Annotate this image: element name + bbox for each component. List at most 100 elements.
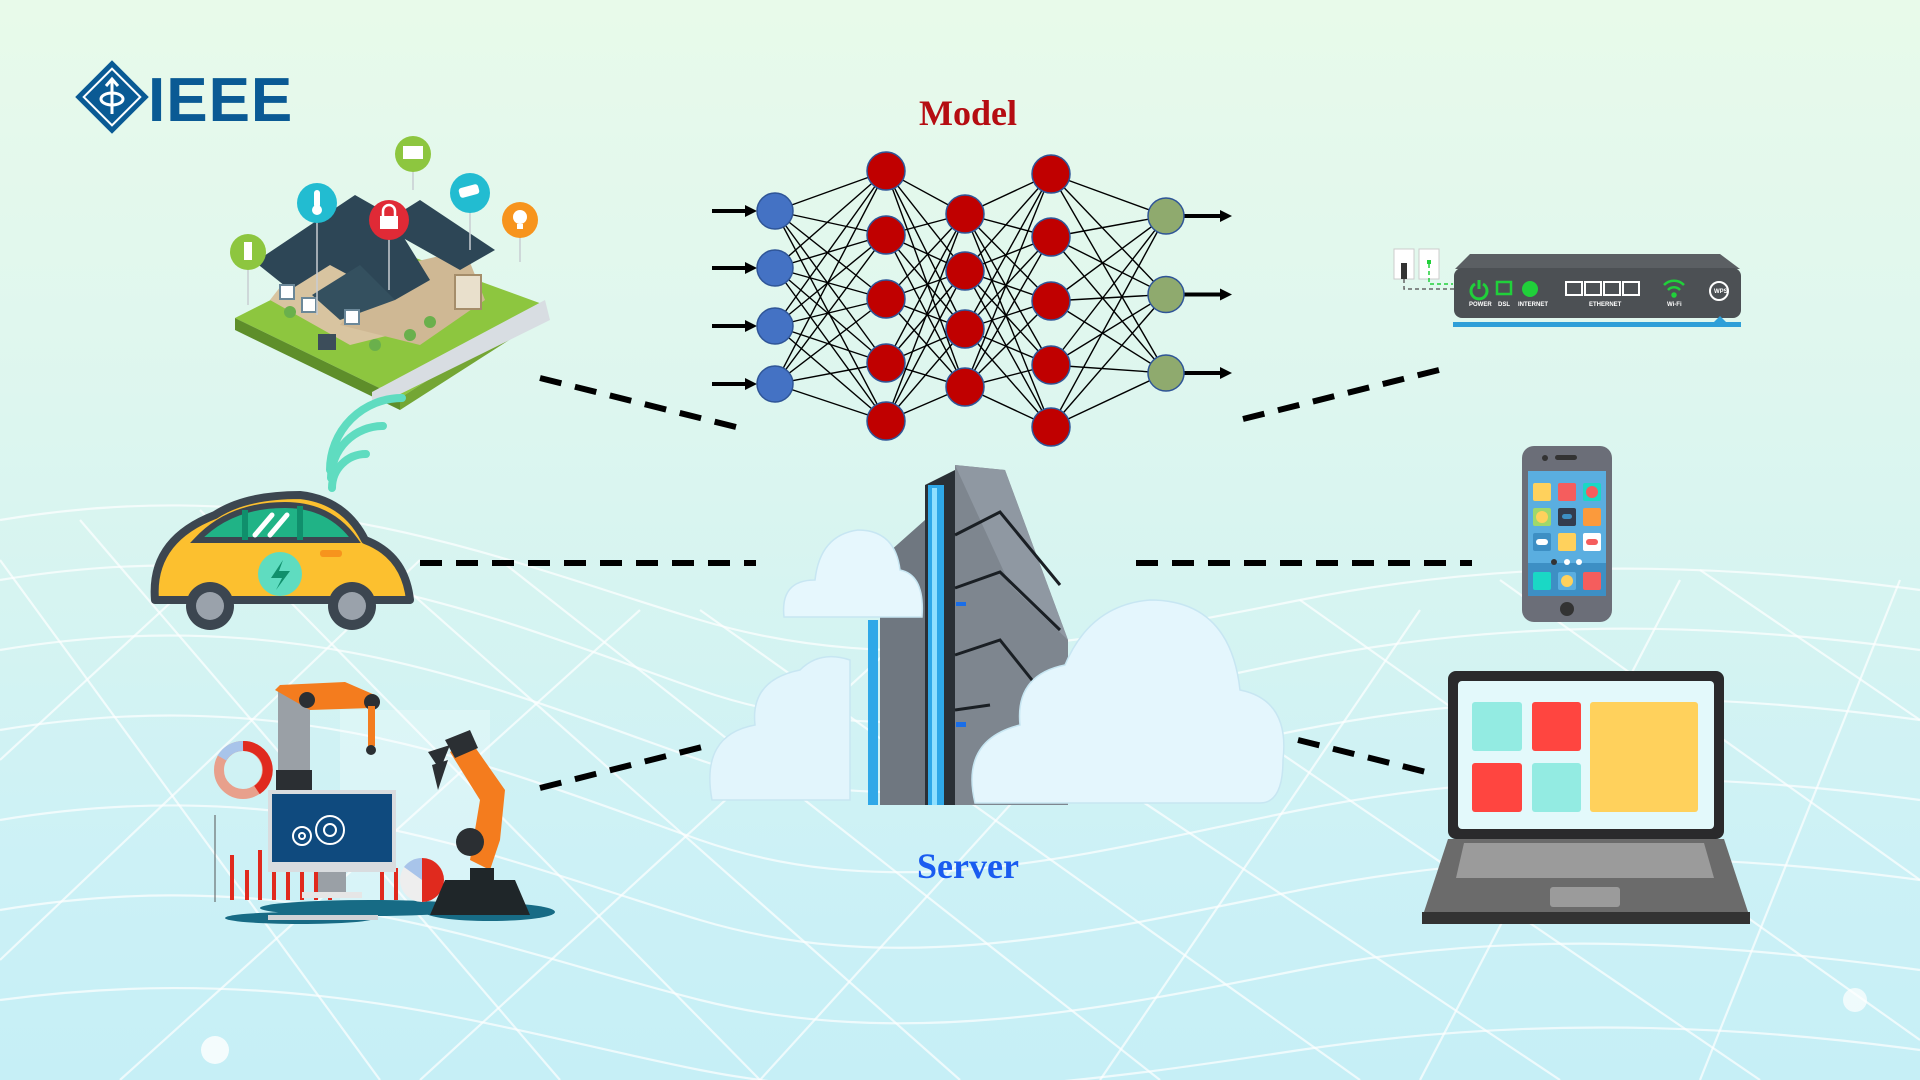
nn-edge bbox=[885, 170, 966, 388]
nn-edge bbox=[964, 213, 1052, 302]
output-arrow-head bbox=[1220, 210, 1232, 222]
gears-icon bbox=[292, 815, 345, 846]
lock-icon bbox=[369, 200, 409, 240]
wifi-label: Wi-Fi bbox=[1667, 302, 1682, 308]
wps-button bbox=[1709, 281, 1729, 301]
nn-edge bbox=[1050, 215, 1167, 428]
ethernet-label: ETHERNET bbox=[1589, 302, 1622, 308]
nn-node-hidden-1 bbox=[866, 343, 906, 383]
smartphone-icon bbox=[1522, 446, 1612, 622]
electric-car-icon bbox=[150, 394, 414, 630]
tv-icon bbox=[395, 136, 431, 172]
server-title: Server bbox=[917, 846, 1019, 886]
dsl-label: DSL bbox=[1498, 302, 1510, 308]
nn-node-hidden-2 bbox=[945, 309, 985, 349]
nn-edge bbox=[964, 173, 1052, 272]
connector-robot-server bbox=[539, 743, 707, 791]
wireless-signal-icon bbox=[326, 394, 406, 492]
nn-edge bbox=[964, 270, 1052, 366]
nn-edge bbox=[774, 234, 887, 385]
input-arrow-head bbox=[745, 320, 757, 332]
cloud-right-icon bbox=[971, 599, 1285, 804]
output-arrow-head bbox=[1220, 288, 1232, 301]
nn-edge bbox=[885, 328, 966, 422]
nn-node-hidden-2 bbox=[945, 251, 985, 291]
wps-label: WPS bbox=[1714, 289, 1728, 295]
nn-node-output bbox=[1147, 197, 1185, 235]
nn-edge bbox=[885, 213, 966, 422]
cloud-left-icon bbox=[709, 655, 851, 801]
power-label: POWER bbox=[1469, 302, 1492, 308]
ieee-logo: IEEE bbox=[75, 60, 293, 135]
nn-edge bbox=[964, 173, 1052, 330]
nn-edge bbox=[1050, 236, 1167, 374]
output-arrow-head bbox=[1220, 367, 1232, 379]
nn-node-input bbox=[756, 365, 794, 403]
nn-edge bbox=[774, 170, 887, 385]
nn-edge bbox=[885, 170, 966, 330]
laptop-icon bbox=[1422, 671, 1750, 924]
neural-network bbox=[712, 151, 1232, 447]
connector-laptop-server bbox=[1297, 737, 1435, 777]
nn-node-hidden-3 bbox=[1031, 217, 1071, 257]
nn-edge bbox=[885, 213, 966, 364]
logo-text: IEEE bbox=[148, 66, 293, 135]
nn-edge bbox=[964, 173, 1052, 388]
nn-edge bbox=[774, 210, 887, 364]
nn-node-hidden-2 bbox=[945, 194, 985, 234]
nn-edge bbox=[964, 236, 1052, 388]
smart-home-icon bbox=[230, 136, 550, 410]
nn-edge bbox=[1050, 215, 1167, 366]
nn-edge bbox=[1050, 236, 1167, 296]
nn-edge bbox=[1050, 173, 1167, 295]
nn-edge bbox=[885, 270, 966, 422]
nn-edge bbox=[885, 234, 966, 330]
nn-node-hidden-1 bbox=[866, 279, 906, 319]
nn-edge bbox=[774, 234, 887, 327]
connector-router-model bbox=[1242, 366, 1444, 422]
nn-edge bbox=[964, 213, 1052, 428]
input-arrow-head bbox=[745, 205, 757, 217]
connectors bbox=[420, 366, 1472, 791]
nn-edge bbox=[1050, 294, 1167, 428]
nn-edge bbox=[774, 267, 887, 364]
camera-icon bbox=[450, 173, 490, 213]
nn-node-hidden-3 bbox=[1031, 407, 1071, 447]
internet-globe-icon bbox=[1522, 281, 1538, 297]
nn-node-hidden-1 bbox=[866, 401, 906, 441]
nn-node-hidden-3 bbox=[1031, 281, 1071, 321]
wifi-icon bbox=[1663, 279, 1685, 298]
power-icon bbox=[1469, 280, 1489, 301]
dsl-port-icon bbox=[1495, 280, 1513, 296]
ethernet-ports bbox=[1565, 281, 1640, 296]
input-arrow-head bbox=[745, 262, 757, 274]
industrial-robot-icon bbox=[214, 682, 555, 924]
nn-edge bbox=[885, 234, 966, 388]
nn-node-hidden-2 bbox=[945, 367, 985, 407]
nn-node-hidden-1 bbox=[866, 151, 906, 191]
router-icon: WPS POWER DSL INTERNET ETHERNET Wi-Fi bbox=[1393, 248, 1741, 327]
connector-home-model bbox=[539, 375, 741, 431]
cloud-server-icon bbox=[709, 465, 1285, 805]
sprinkler-icon bbox=[230, 234, 266, 270]
light-bulb-icon bbox=[502, 202, 538, 238]
nn-node-input bbox=[756, 307, 794, 345]
nn-node-output bbox=[1147, 354, 1185, 392]
nn-edge bbox=[964, 300, 1052, 388]
nn-edge bbox=[1050, 293, 1167, 366]
nn-edge bbox=[1050, 173, 1167, 374]
nn-node-hidden-3 bbox=[1031, 154, 1071, 194]
nn-edge bbox=[1050, 372, 1167, 428]
nn-edge bbox=[964, 270, 1052, 428]
nn-edge bbox=[885, 170, 966, 272]
nn-node-hidden-1 bbox=[866, 215, 906, 255]
nn-edge bbox=[964, 236, 1052, 330]
donut-chart-icon bbox=[214, 740, 273, 799]
nn-edge bbox=[1050, 173, 1167, 217]
model-title: Model bbox=[919, 93, 1017, 133]
nn-edge bbox=[774, 170, 887, 269]
nn-edge bbox=[1050, 300, 1167, 374]
cloud-small-icon bbox=[782, 529, 924, 618]
input-arrow-head bbox=[745, 378, 757, 390]
nn-edge bbox=[964, 328, 1052, 428]
